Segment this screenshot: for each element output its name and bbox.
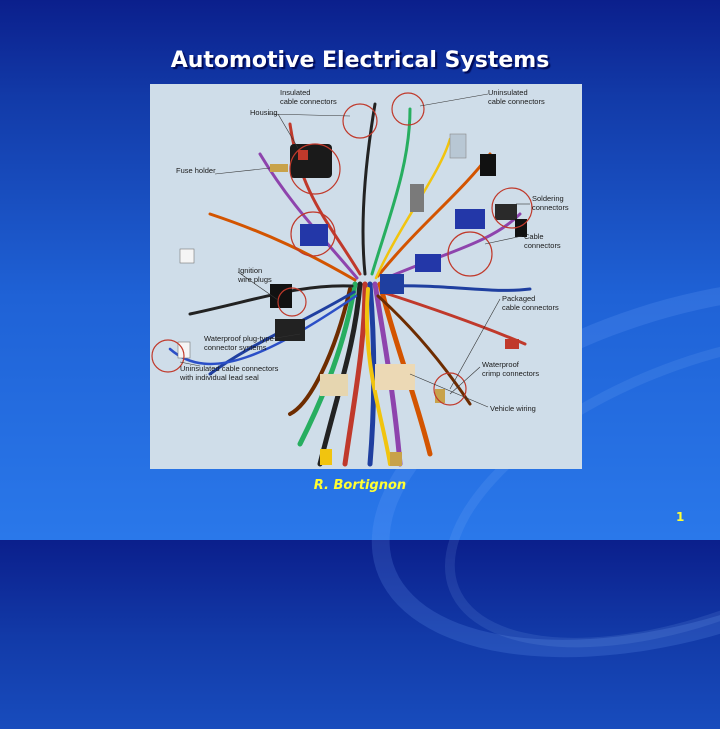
slide-title: Automotive Electrical Systems [170,48,550,73]
label-uninsulated-lead-seal: Uninsulated cable connectors with indivi… [180,364,279,382]
label-insulated-connectors: Insulated cable connectors [280,88,337,106]
label-uninsulated-connectors: Uninsulated cable connectors [488,88,545,106]
page-number: 1 [676,510,685,524]
label-waterproof-plug: Waterproof plug-type connector systems [204,334,274,352]
label-packaged-connectors: Packaged cable connectors [502,294,559,312]
label-vehicle-wiring: Vehicle wiring [490,404,536,413]
wiring-harness-illustration [151,92,533,467]
label-ignition-plugs: Ignition wire plugs [238,266,272,284]
label-fuse-holder: Fuse holder [176,166,216,175]
author-name: R. Bortignon [313,478,407,493]
label-cable-connectors: Cable connectors [524,232,561,250]
label-waterproof-crimp: Waterproof crimp connectors [482,360,540,378]
label-leader-lines [179,93,530,408]
wiring-harness-figure: Insulated cable connectors Uninsulated c… [150,84,582,469]
label-housing: Housing [250,108,278,117]
harness-wires [168,102,532,467]
label-soldering-connectors: Soldering connectors [532,194,569,212]
connector-parts [177,133,527,466]
highlight-circles [151,92,533,406]
